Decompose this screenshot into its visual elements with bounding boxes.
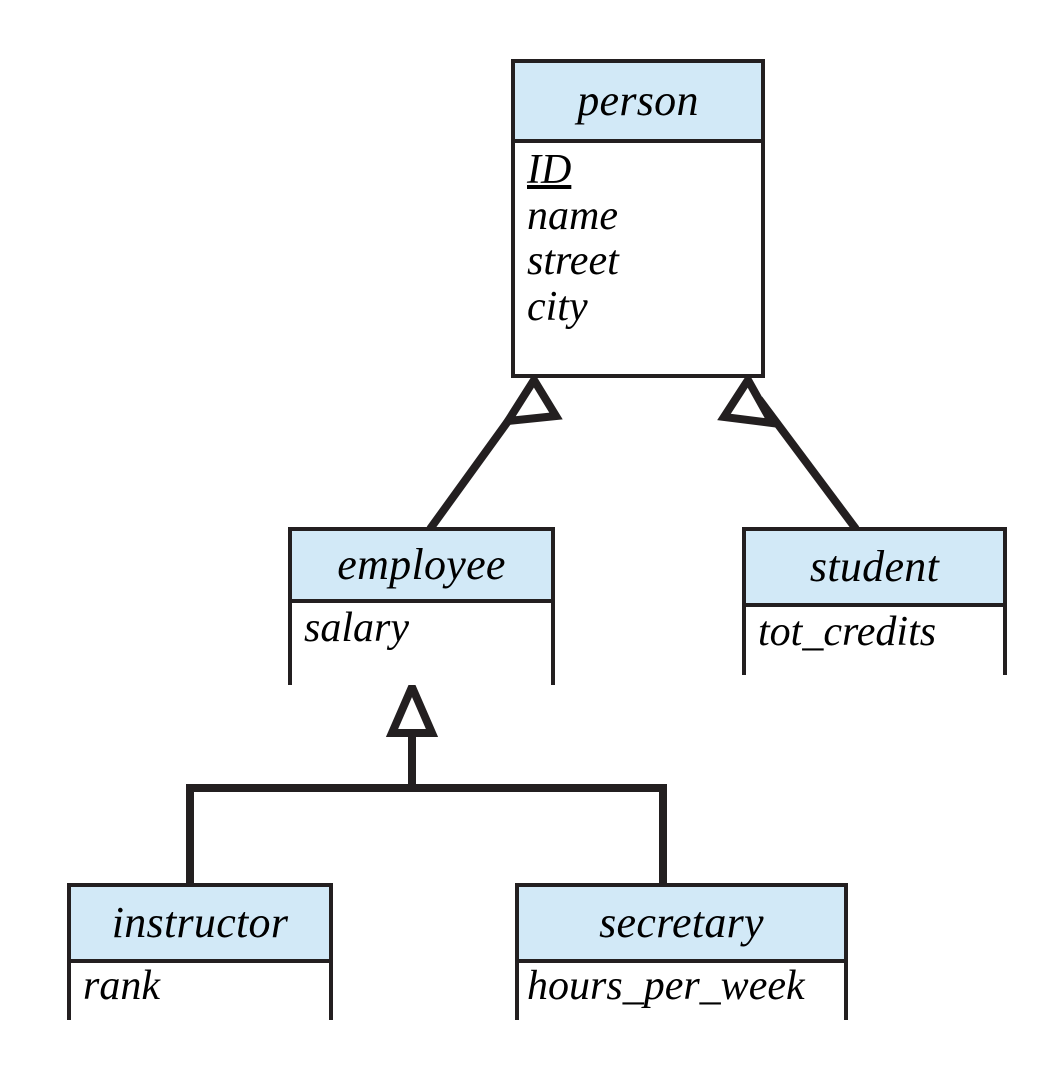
hollow-triangle-arrowhead-employee-shared bbox=[385, 676, 439, 737]
entity-attributes-instructor: rank bbox=[71, 963, 329, 1020]
entity-box-instructor[interactable]: instructor rank bbox=[67, 883, 333, 1020]
entity-box-secretary[interactable]: secretary hours_per_week bbox=[515, 883, 848, 1020]
entity-title-employee: employee bbox=[292, 531, 551, 603]
hollow-triangle-arrowhead-employee bbox=[500, 372, 563, 426]
entity-title-secretary: secretary bbox=[519, 887, 844, 963]
attribute-person-street: street bbox=[527, 238, 619, 285]
attribute-person-id: ID bbox=[527, 147, 572, 193]
entity-title-person: person bbox=[515, 63, 761, 143]
hollow-triangle-arrowhead-student bbox=[717, 372, 780, 428]
attribute-person-city: city bbox=[527, 284, 588, 331]
entity-title-student: student bbox=[746, 531, 1003, 607]
entity-box-person[interactable]: person ID name street city bbox=[511, 59, 765, 378]
attribute-secretary-hours-per-week: hours_per_week bbox=[527, 963, 805, 1009]
attribute-instructor-rank: rank bbox=[83, 963, 160, 1009]
entity-attributes-employee: salary bbox=[292, 603, 551, 685]
entity-attributes-person: ID name street city bbox=[515, 143, 761, 374]
entity-attributes-student: tot_credits bbox=[746, 607, 1003, 675]
attribute-employee-salary: salary bbox=[304, 605, 409, 651]
entity-box-employee[interactable]: employee salary bbox=[288, 527, 555, 685]
generalization-shared-to-employee[interactable] bbox=[186, 676, 667, 885]
entity-title-instructor: instructor bbox=[71, 887, 329, 963]
entity-box-student[interactable]: student tot_credits bbox=[742, 527, 1007, 675]
entity-attributes-secretary: hours_per_week bbox=[519, 963, 844, 1020]
attribute-person-name: name bbox=[527, 192, 618, 239]
generalization-student-to-person[interactable] bbox=[717, 372, 860, 532]
attribute-student-tot-credits: tot_credits bbox=[758, 609, 937, 655]
generalization-employee-to-person[interactable] bbox=[426, 372, 563, 532]
